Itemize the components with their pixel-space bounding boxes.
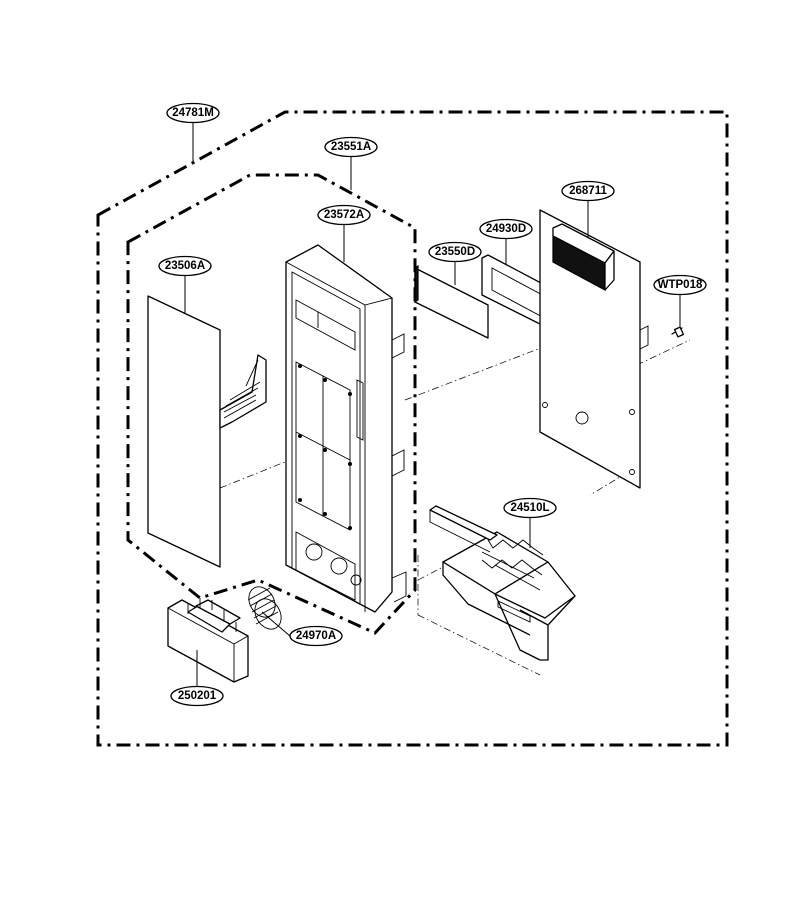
- inner-assembly-boundary: [126, 173, 417, 635]
- callout-WTP018: WTP018: [653, 274, 707, 296]
- spring-part: [247, 586, 282, 630]
- callout-23506A: 23506A: [158, 255, 212, 277]
- callout-23551A: 23551A: [324, 136, 378, 158]
- callout-label: WTP018: [658, 279, 703, 291]
- outer-assembly-boundary: [96, 110, 729, 747]
- pcb-assembly-part: [539, 209, 649, 489]
- callout-label: 250201: [178, 690, 217, 702]
- callout-label: 268711: [569, 185, 607, 197]
- callout-24510L: 24510L: [503, 497, 557, 519]
- callout-23550D: 23550D: [428, 241, 482, 263]
- door-lever-part: [429, 505, 576, 661]
- callout-label: 24930D: [486, 223, 526, 235]
- leader-lines: [184, 122, 681, 686]
- callout-label: 23550D: [435, 246, 475, 258]
- control-panel-frame-part: [285, 244, 407, 613]
- callout-label: 23506A: [165, 260, 205, 272]
- callout-label: 24510L: [510, 502, 549, 514]
- callout-label: 23572A: [324, 209, 364, 221]
- push-button-part: [167, 598, 249, 683]
- callout-label: 24970A: [296, 630, 336, 642]
- callout-24930D: 24930D: [479, 218, 533, 240]
- callout-268711: 268711: [561, 180, 615, 202]
- screw-part: [671, 326, 685, 338]
- callout-label: 23551A: [331, 141, 371, 153]
- membrane-switch-part: [147, 295, 267, 568]
- callout-24970A: 24970A: [289, 625, 343, 647]
- callout-23572A: 23572A: [317, 204, 371, 226]
- callout-24781M: 24781M: [166, 102, 220, 124]
- window-part: [414, 264, 489, 339]
- callout-250201: 250201: [170, 685, 224, 707]
- callout-label: 24781M: [172, 107, 214, 119]
